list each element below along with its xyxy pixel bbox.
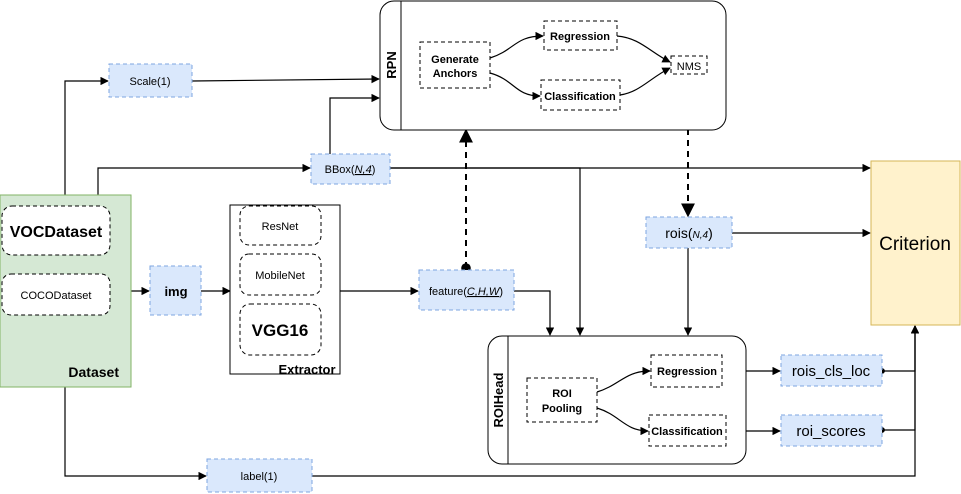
edge-bbox-roihead <box>390 167 585 336</box>
extractor-container: ResNet MobileNet VGG16 Extractor <box>229 204 341 377</box>
rpn-container: RPN Generate Anchors Regression Classifi… <box>379 0 727 131</box>
vgg16-box <box>239 303 322 356</box>
nms-label: NMS <box>677 61 701 73</box>
edge-dataset-bbox <box>97 163 311 195</box>
rpn-title: RPN <box>384 51 399 78</box>
img-box <box>149 265 202 316</box>
roi-regression-label: Regression <box>657 366 717 378</box>
roi-classification-box <box>648 414 727 447</box>
rpn-classification-box <box>540 79 621 111</box>
voc-dataset-label: VOCDataset <box>10 224 103 241</box>
generate-anchors-label-2: Anchors <box>433 68 478 80</box>
edge-anchors-classification <box>489 72 541 101</box>
edge-dataset-label <box>64 387 207 481</box>
nms-box <box>670 55 708 75</box>
edge-scores-criterion <box>879 325 920 433</box>
edge-anchors-regression <box>489 31 544 59</box>
scale-label: Scale(1) <box>130 76 171 88</box>
rois-cls-loc-label: rois_cls_loc <box>792 363 871 380</box>
roi-regression-box <box>650 354 723 388</box>
edge-pooling-classification <box>596 407 649 436</box>
scale-box <box>108 63 193 98</box>
rois-dims: N,4 <box>693 230 709 241</box>
edge-bbox-rpn <box>329 93 380 154</box>
feature-dims: C,H,W <box>467 286 501 298</box>
rpn-regression-box <box>543 20 618 51</box>
criterion-container: Criterion <box>870 160 961 326</box>
roihead-title: ROIHead <box>491 372 506 427</box>
tensor-boxes: Scale(1) BBox(N,4) img feature(C,H,W) ro… <box>108 63 883 493</box>
coco-dataset-box <box>1 273 111 316</box>
resnet-label: ResNet <box>262 221 299 233</box>
edge-classification-nms <box>619 67 671 96</box>
roi-scores-box <box>780 414 883 447</box>
edge-feature-roihead <box>514 290 555 336</box>
roi-scores-label: roi_scores <box>796 423 865 440</box>
feature-label: feature(C,H,W) <box>429 286 503 298</box>
rois-box <box>645 216 733 249</box>
coco-dataset-label: COCODataset <box>21 290 92 302</box>
bbox-dims: N,4 <box>355 164 372 176</box>
vgg16-label: VGG16 <box>252 321 309 340</box>
mobilenet-label: MobileNet <box>255 270 305 282</box>
roi-pooling-label-2: Pooling <box>542 403 582 415</box>
criterion-box <box>870 160 961 326</box>
rois-label: rois(N,4) <box>665 225 712 241</box>
resnet-box <box>239 205 322 246</box>
dataset-container: VOCDataset COCODataset Dataset <box>0 194 132 388</box>
dataset-title: Dataset <box>68 364 119 380</box>
roihead-container: ROIHead ROI Pooling Regression Classific… <box>487 335 747 465</box>
voc-dataset-box <box>1 205 111 256</box>
generate-anchors-label-1: Generate <box>431 54 479 66</box>
edge-regression-nms <box>616 35 671 63</box>
mobilenet-box <box>239 253 322 296</box>
label-box <box>206 458 313 493</box>
edge-pooling-regression <box>596 366 651 393</box>
roi-classification-label: Classification <box>651 426 723 438</box>
edge-scale-rpn <box>191 74 380 84</box>
roi-pooling-label-1: ROI <box>552 388 572 400</box>
label-label: label(1) <box>241 471 278 483</box>
bbox-label: BBox(N,4) <box>325 164 376 176</box>
rpn-classification-label: Classification <box>544 91 616 103</box>
criterion-label: Criterion <box>879 234 951 255</box>
rpn-regression-label: Regression <box>550 31 610 43</box>
img-label: img <box>164 284 187 299</box>
edge-dataset-scale <box>64 76 109 195</box>
extractor-title: Extractor <box>278 362 335 377</box>
bbox-box <box>310 153 391 185</box>
roi-pooling-box <box>526 377 598 423</box>
rois-cls-loc-box <box>780 354 883 387</box>
edge-clsloc-criterion <box>879 325 920 374</box>
feature-box <box>418 269 515 311</box>
rpn-box <box>379 0 727 131</box>
generate-anchors-box <box>419 41 491 89</box>
